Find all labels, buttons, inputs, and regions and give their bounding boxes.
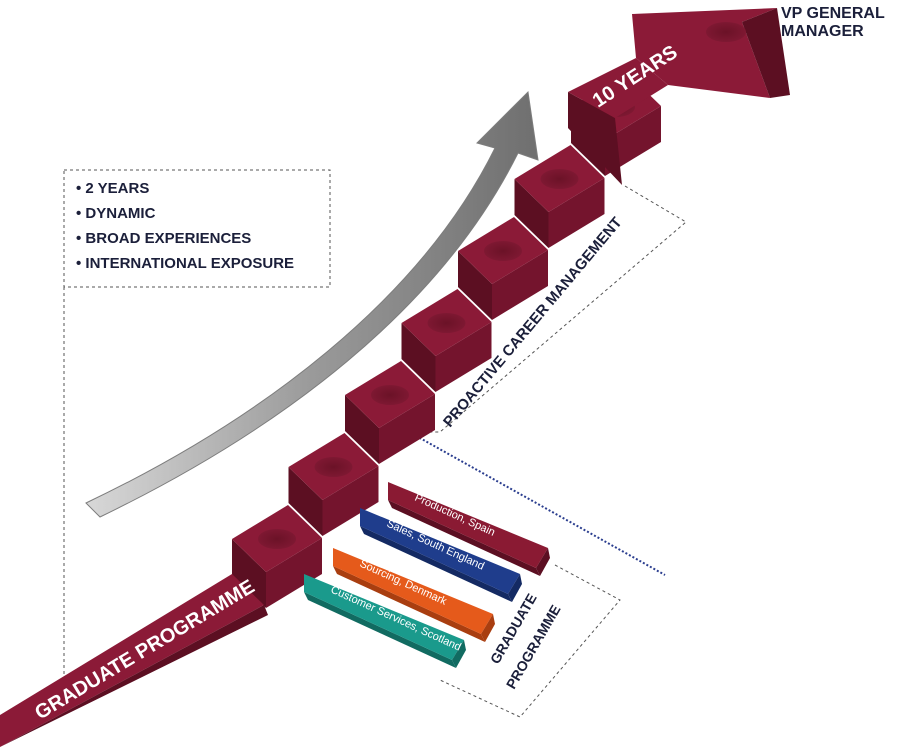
bullet-item: • DYNAMIC <box>76 205 156 222</box>
graduate-dashed-outline <box>439 564 621 718</box>
stair-step <box>458 217 548 320</box>
goal-dimple <box>706 22 746 42</box>
bullet-item: • BROAD EXPERIENCES <box>76 230 251 247</box>
step-dimple <box>314 457 353 477</box>
stair-step <box>401 289 492 392</box>
stair-step <box>232 505 322 608</box>
stair-step <box>514 145 605 248</box>
goal-label-line2: MANAGER <box>781 23 864 40</box>
goal-label-line1: VP GENERAL <box>781 5 885 22</box>
stair-step <box>288 433 379 536</box>
graduate-ramp-label: GRADUATE PROGRAMME <box>31 576 258 725</box>
bullet-item: • INTERNATIONAL EXPOSURE <box>76 255 294 272</box>
graduate-ramp <box>0 574 268 747</box>
growth-arrow <box>85 90 539 518</box>
stair-step <box>345 361 435 464</box>
step-dimple <box>258 529 296 549</box>
bullet-item: • 2 YEARS <box>76 180 149 197</box>
step-dimple <box>540 169 579 189</box>
step-dimple <box>427 313 466 333</box>
step-dimple <box>484 241 522 261</box>
career-staircase <box>232 73 661 608</box>
top-ramp <box>568 8 790 118</box>
step-dimple <box>371 385 409 405</box>
bullet-list: • 2 YEARS • DYNAMIC • BROAD EXPERIENCES … <box>76 180 294 272</box>
bullet-box <box>63 169 331 690</box>
top-riser <box>568 92 622 185</box>
